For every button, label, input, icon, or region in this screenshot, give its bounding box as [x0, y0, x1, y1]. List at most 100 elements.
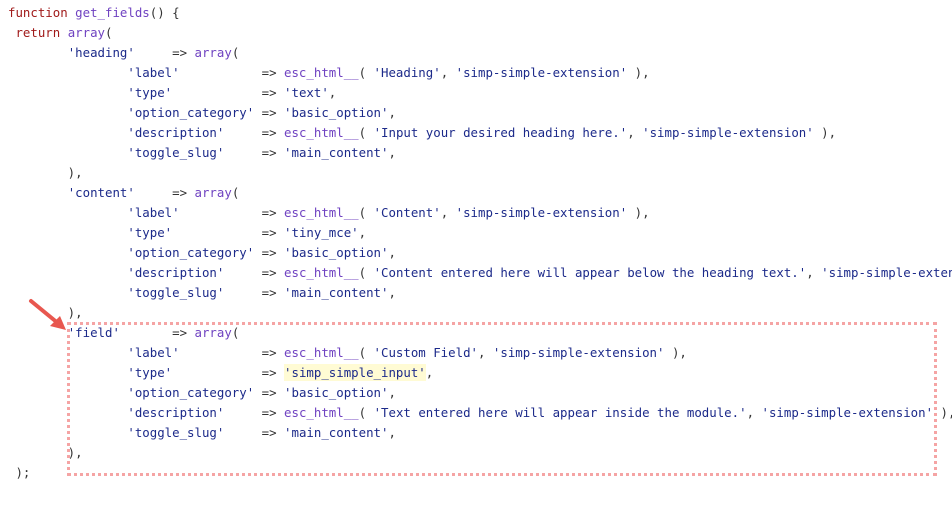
code-token: 'option_category' — [127, 105, 255, 120]
code-token: 'type' — [127, 365, 173, 380]
code-token — [8, 145, 127, 160]
code-token: ( — [231, 45, 240, 60]
code-line: 'toggle_slug' => 'main_content', — [8, 423, 952, 443]
code-token: 'heading' — [67, 45, 135, 60]
code-token: () { — [149, 5, 180, 20]
code-token — [8, 105, 127, 120]
code-token — [8, 405, 127, 420]
code-token: get_fields — [75, 5, 150, 20]
code-token: 'basic_option' — [284, 245, 389, 260]
code-token: 'simp_simple_input' — [284, 364, 426, 381]
code-token: , — [388, 145, 396, 160]
code-token: ( — [231, 185, 240, 200]
code-token: ), — [8, 305, 83, 320]
code-token — [60, 25, 67, 40]
code-token — [8, 205, 127, 220]
code-token: ), — [8, 165, 83, 180]
code-token — [8, 365, 127, 380]
code-token: 'simp-simple-extension' — [642, 125, 814, 140]
code-token: 'Content' — [373, 205, 441, 220]
code-token: ), — [664, 345, 687, 360]
code-token: , — [388, 105, 396, 120]
code-token: 'description' — [127, 405, 225, 420]
code-line: 'description' => esc_html__( 'Content en… — [8, 263, 952, 283]
code-token: 'toggle_slug' — [127, 145, 225, 160]
code-token: , — [358, 225, 367, 240]
code-token: , — [806, 265, 822, 280]
code-line: 'type' => 'tiny_mce', — [8, 223, 952, 243]
code-line: function get_fields() { — [8, 3, 952, 23]
code-token: => — [172, 225, 285, 240]
code-token: ( — [105, 25, 113, 40]
code-token — [8, 45, 68, 60]
code-token: ( — [358, 345, 374, 360]
code-token: 'simp-simple-extensio — [821, 265, 952, 280]
code-token: 'simp-simple-extension' — [455, 205, 628, 220]
code-token: esc_html__ — [284, 205, 359, 220]
code-line: 'description' => esc_html__( 'Input your… — [8, 123, 952, 143]
code-line: ), — [8, 303, 952, 323]
code-token: ( — [358, 265, 374, 280]
code-token: , — [328, 85, 337, 100]
code-line: 'field' => array( — [8, 323, 952, 343]
code-token: 'content' — [67, 185, 135, 200]
code-token: esc_html__ — [284, 405, 359, 420]
code-token — [8, 185, 68, 200]
code-token: ( — [358, 405, 374, 420]
code-token: esc_html__ — [284, 345, 359, 360]
code-token: ); — [8, 465, 31, 480]
code-token: 'toggle_slug' — [127, 285, 225, 300]
code-line: return array( — [8, 23, 952, 43]
code-line: 'toggle_slug' => 'main_content', — [8, 283, 952, 303]
code-token: ( — [358, 65, 374, 80]
code-token: ), — [813, 125, 837, 140]
code-token — [8, 245, 127, 260]
code-token: 'Content entered here will appear below … — [373, 265, 807, 280]
code-token: => — [179, 65, 285, 80]
code-line: 'option_category' => 'basic_option', — [8, 243, 952, 263]
code-token: 'tiny_mce' — [284, 225, 359, 240]
code-line: 'heading' => array( — [8, 43, 952, 63]
code-line: 'description' => esc_html__( 'Text enter… — [8, 403, 952, 423]
code-token: return — [15, 25, 61, 40]
code-token: array — [67, 25, 106, 40]
code-token — [8, 425, 127, 440]
code-line: ), — [8, 443, 952, 463]
code-token: array — [194, 185, 232, 200]
code-line: 'toggle_slug' => 'main_content', — [8, 143, 952, 163]
code-token: array — [194, 325, 232, 340]
code-token: ( — [358, 205, 374, 220]
code-token: 'label' — [127, 205, 180, 220]
code-token: , — [440, 65, 456, 80]
code-token: => — [172, 365, 285, 380]
code-token: ), — [8, 445, 83, 460]
code-token: , — [425, 365, 434, 380]
code-token: 'text' — [284, 85, 329, 100]
code-token: => — [224, 405, 285, 420]
code-token: , — [388, 245, 396, 260]
code-token: esc_html__ — [284, 125, 359, 140]
code-token: ), — [627, 65, 650, 80]
code-token — [8, 265, 127, 280]
code-line: ); — [8, 463, 952, 483]
code-token: 'field' — [67, 325, 120, 340]
code-token: 'Heading' — [373, 65, 441, 80]
code-token — [8, 325, 68, 340]
code-token: => — [119, 325, 195, 340]
code-token — [8, 345, 127, 360]
code-token: ), — [627, 205, 650, 220]
code-token: , — [388, 285, 396, 300]
code-line: 'type' => 'simp_simple_input', — [8, 363, 952, 383]
code-token: 'basic_option' — [284, 385, 389, 400]
code-token: => — [134, 45, 195, 60]
code-token: 'description' — [127, 265, 225, 280]
code-token — [8, 285, 127, 300]
code-token: => — [224, 145, 285, 160]
code-token: => — [224, 425, 285, 440]
code-token — [8, 65, 127, 80]
code-token: 'toggle_slug' — [127, 425, 225, 440]
code-token: => — [134, 185, 195, 200]
code-token: ( — [231, 325, 240, 340]
code-token: ( — [358, 125, 374, 140]
code-line: 'label' => esc_html__( 'Heading', 'simp-… — [8, 63, 952, 83]
